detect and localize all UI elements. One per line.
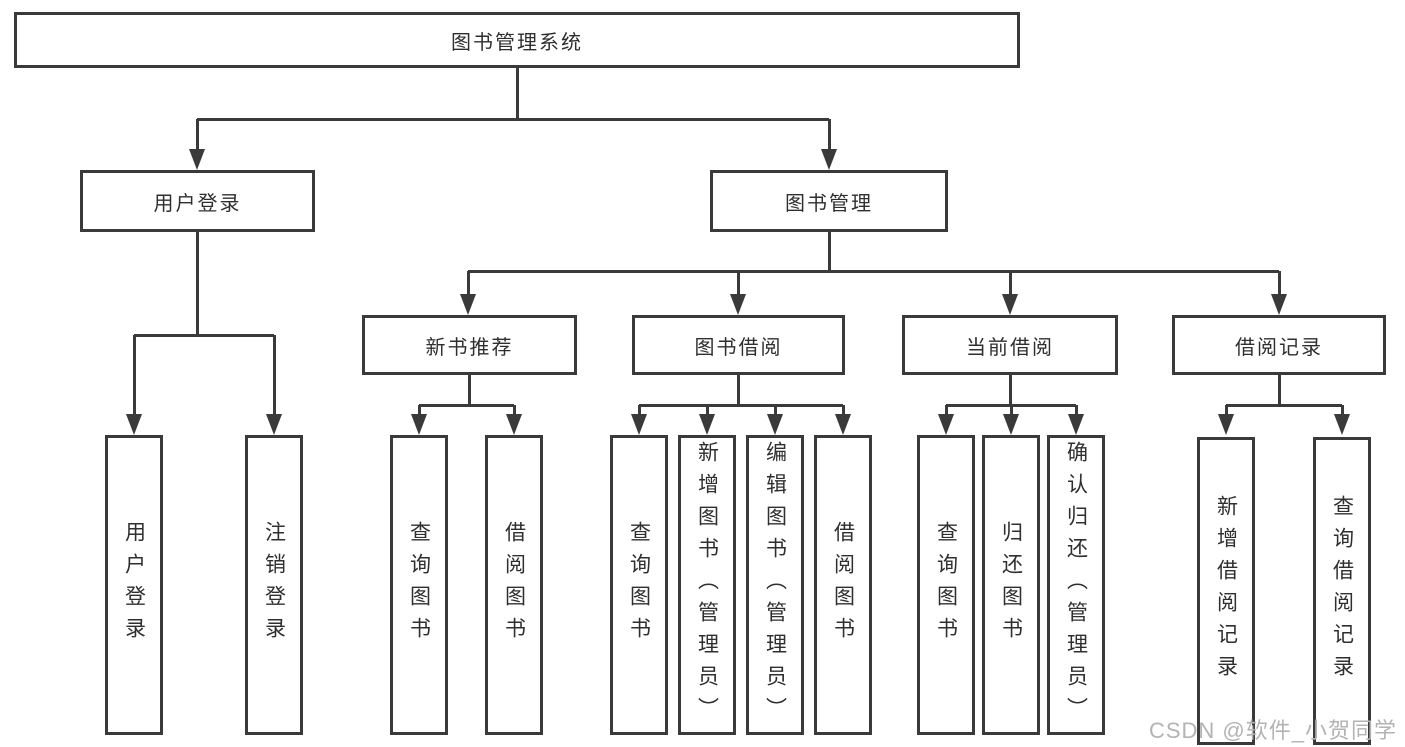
- leaf-add-borrow-record: 新增借阅记录: [1197, 437, 1255, 745]
- connector-drop-leaf: [945, 405, 948, 417]
- connector-drop-user-login: [196, 119, 199, 155]
- node-book-borrow-label: 图书借阅: [694, 336, 783, 359]
- leaf-logout-label: 注销登录: [262, 521, 286, 649]
- leaf-query-books-1: 查询图书: [390, 435, 448, 735]
- leaf-query-books-label: 查询图书: [934, 521, 958, 649]
- arrowhead-icon: [1271, 294, 1287, 315]
- node-library-system: 图书管理系统: [14, 12, 1020, 68]
- arrowhead-icon: [1068, 414, 1084, 435]
- arrowhead-icon: [730, 294, 746, 315]
- connector-drop-leaf: [774, 405, 777, 417]
- connector-new-book-rail: [419, 404, 514, 407]
- leaf-borrow-books-label: 借阅图书: [831, 521, 855, 649]
- node-library-system-label: 图书管理系统: [451, 31, 583, 54]
- connector-drop-leaf: [842, 405, 845, 417]
- node-new-book-recommend: 新书推荐: [362, 315, 577, 375]
- node-borrow-records: 借阅记录: [1172, 315, 1386, 375]
- connector-new-book-stub: [468, 375, 471, 405]
- node-book-management-label: 图书管理: [785, 192, 873, 215]
- leaf-user-login-label: 用户登录: [122, 521, 146, 649]
- arrowhead-icon: [821, 149, 837, 170]
- connector-user-login-rail: [134, 334, 274, 337]
- arrowhead-icon: [460, 294, 476, 315]
- leaf-edit-books-admin-label: 编辑图书（管理员）: [763, 441, 787, 729]
- connector-drop-current-borrow: [1009, 271, 1012, 299]
- connector-drop-book-management: [828, 119, 831, 155]
- connector-drop-leaf: [513, 405, 516, 417]
- connector-drop-leaf: [273, 335, 276, 417]
- leaf-query-books-label: 查询图书: [407, 521, 431, 649]
- arrowhead-icon: [938, 414, 954, 435]
- csdn-watermark: CSDN @软件_小贺同学: [1148, 718, 1397, 743]
- connector-drop-leaf: [418, 405, 421, 417]
- connector-drop-leaf: [1341, 405, 1344, 417]
- node-book-borrow: 图书借阅: [632, 315, 845, 375]
- leaf-return-books-label: 归还图书: [999, 521, 1023, 649]
- node-current-borrow-label: 当前借阅: [966, 336, 1054, 359]
- connector-root-rail: [197, 118, 829, 121]
- arrowhead-icon: [631, 414, 647, 435]
- leaf-query-borrow-record: 查询借阅记录: [1313, 437, 1371, 745]
- leaf-add-borrow-record-label: 新增借阅记录: [1214, 495, 1238, 687]
- leaf-query-books-2: 查询图书: [610, 435, 668, 735]
- arrowhead-icon: [835, 414, 851, 435]
- node-borrow-records-label: 借阅记录: [1235, 336, 1323, 359]
- leaf-add-books-admin: 新增图书（管理员）: [678, 435, 736, 735]
- connector-drop-leaf: [638, 405, 641, 417]
- leaf-borrow-books-1: 借阅图书: [485, 435, 543, 735]
- arrowhead-icon: [699, 414, 715, 435]
- arrowhead-icon: [1334, 414, 1350, 435]
- connector-drop-book-borrow: [737, 271, 740, 299]
- arrowhead-icon: [767, 414, 783, 435]
- node-user-login: 用户登录: [80, 170, 315, 232]
- leaf-add-books-admin-label: 新增图书（管理员）: [695, 441, 719, 729]
- connector-root-stub: [516, 68, 519, 119]
- connector-drop-leaf: [706, 405, 709, 417]
- leaf-borrow-books-label: 借阅图书: [502, 521, 526, 649]
- connector-drop-leaf: [1075, 405, 1078, 417]
- node-user-login-label: 用户登录: [153, 192, 242, 215]
- arrowhead-icon: [411, 414, 427, 435]
- leaf-edit-books-admin: 编辑图书（管理员）: [746, 435, 804, 735]
- leaf-confirm-return-admin: 确认归还（管理员）: [1047, 435, 1105, 735]
- connector-book-management-rail: [468, 270, 1279, 273]
- leaf-borrow-books-2: 借阅图书: [814, 435, 872, 735]
- leaf-query-books-3: 查询图书: [917, 435, 975, 735]
- connector-book-management-stub: [828, 232, 831, 271]
- connector-current-borrow-stub: [1009, 375, 1012, 405]
- leaf-return-books: 归还图书: [982, 435, 1040, 735]
- arrowhead-icon: [126, 414, 142, 435]
- leaf-query-books-label: 查询图书: [627, 521, 651, 649]
- leaf-user-login: 用户登录: [105, 435, 163, 735]
- connector-book-borrow-stub: [737, 375, 740, 405]
- connector-book-borrow-rail: [639, 404, 843, 407]
- leaf-confirm-return-admin-label: 确认归还（管理员）: [1064, 441, 1088, 729]
- arrowhead-icon: [1218, 414, 1234, 435]
- arrowhead-icon: [1003, 414, 1019, 435]
- connector-borrow-records-stub: [1278, 375, 1281, 405]
- connector-drop-new-book: [467, 271, 470, 299]
- arrowhead-icon: [189, 149, 205, 170]
- arrowhead-icon: [506, 414, 522, 435]
- node-current-borrow: 当前借阅: [902, 315, 1118, 375]
- connector-user-login-stub: [196, 232, 199, 335]
- connector-borrow-records-rail: [1226, 404, 1342, 407]
- node-new-book-recommend-label: 新书推荐: [425, 336, 514, 359]
- leaf-query-borrow-record-label: 查询借阅记录: [1330, 495, 1354, 687]
- connector-drop-leaf: [1225, 405, 1228, 417]
- arrowhead-icon: [1002, 294, 1018, 315]
- connector-drop-leaf: [133, 335, 136, 417]
- node-book-management: 图书管理: [710, 170, 948, 232]
- connector-drop-borrow-records: [1278, 271, 1281, 299]
- leaf-logout: 注销登录: [245, 435, 303, 735]
- connector-drop-leaf: [1010, 405, 1013, 417]
- arrowhead-icon: [266, 414, 282, 435]
